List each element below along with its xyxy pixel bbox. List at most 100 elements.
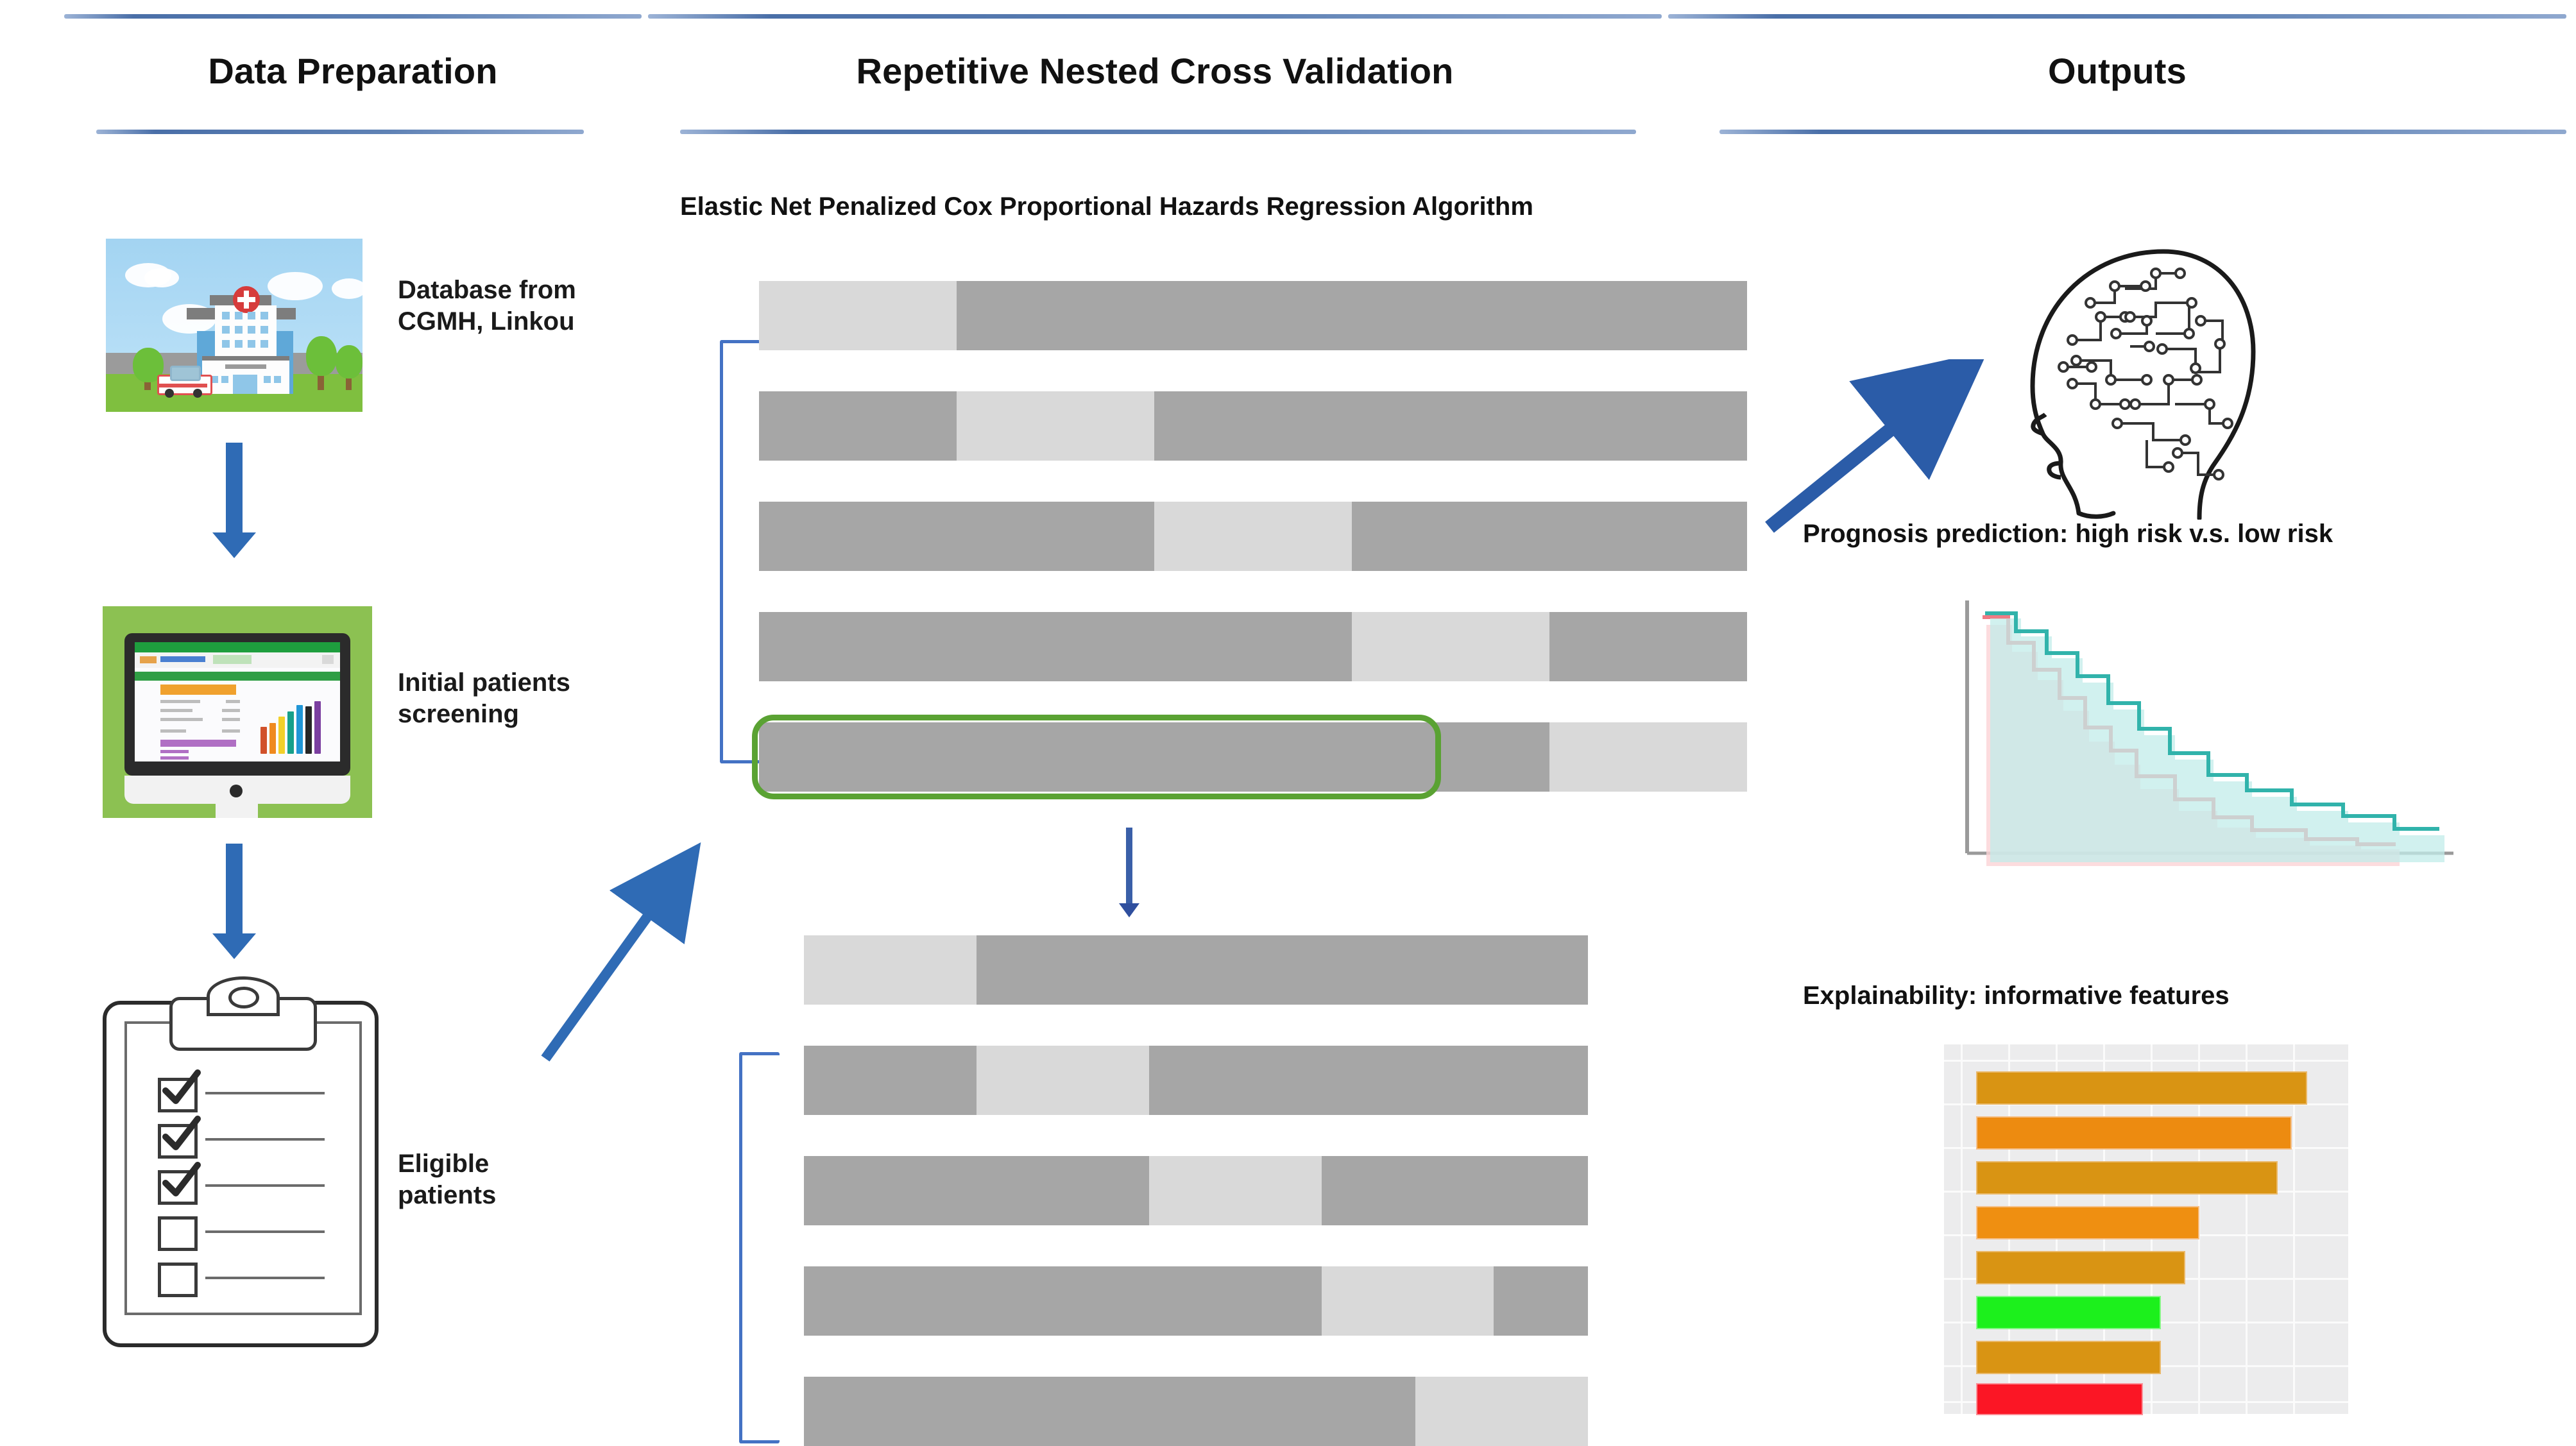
output-caption-explainability: Explainability: informative features [1803,982,2230,1010]
outer-cv-bracket [720,340,760,763]
chart-bar [305,706,312,754]
feature-bar[interactable] [1976,1383,2143,1415]
hospital-window [274,376,281,383]
cell-text [160,756,189,760]
feature-bar[interactable] [1976,1206,2199,1239]
monitor-screen [135,642,340,761]
arrow-screening-to-eligible [205,844,263,959]
cloud-3 [268,272,323,300]
checklist-line [205,1092,325,1094]
cell-block [160,740,236,747]
fold-segment-train [804,1266,1322,1336]
inner-fold-row[interactable] [804,1266,1588,1336]
inner-fold-row[interactable] [804,935,1588,1005]
feature-bar[interactable] [1976,1251,2185,1284]
fold-segment-train [804,1377,1416,1446]
fold-segment-train [976,935,1588,1005]
checkbox-unchecked[interactable] [158,1216,198,1251]
cell-text [160,750,189,753]
fold-segment-train [1549,612,1747,681]
fold-segment-train [1494,1266,1588,1336]
grid-line [1961,1044,1963,1414]
feature-bar[interactable] [1976,1296,2161,1329]
ambulance-wheel [193,389,202,398]
grid-line [2293,1044,2295,1414]
hospital-window [235,340,243,348]
section-title-outputs: Outputs [2047,51,2187,91]
step-label-database: Database from CGMH, Linkou [398,276,576,336]
hospital-window [235,326,243,334]
grid-line [1944,1401,2348,1403]
outer-fold-row[interactable] [759,612,1747,681]
step-label-eligible: Eligible patients [398,1150,497,1209]
checkbox-unchecked[interactable] [158,1263,198,1297]
fold-segment-test [804,935,977,1005]
fold-segment-train [759,612,1352,681]
check-icon [162,1162,201,1196]
output-caption-prognosis: Prognosis prediction: high risk v.s. low… [1803,520,2333,548]
chart-bar [287,711,294,754]
fold-segment-train [1321,1156,1588,1225]
outer-fold-row[interactable] [759,502,1747,571]
feature-bar[interactable] [1976,1161,2278,1195]
feature-bar[interactable] [1976,1341,2161,1374]
clipboard-checklist-icon [103,976,379,1347]
section-rule-bottom-middle [680,130,1636,134]
desktop-monitor-icon [103,606,372,818]
cell-value [222,718,240,721]
feature-bar[interactable] [1976,1071,2307,1105]
arrow-cv-to-model [1765,359,1988,533]
hospital-base-ledge [202,356,289,361]
tree-trunk [318,363,324,390]
cloud-2 [144,268,179,287]
inner-fold-row[interactable] [804,1046,1588,1115]
cell-text [160,718,203,721]
section-rule-bottom-right [1719,130,2566,134]
monitor-power-dot [230,785,243,797]
section-rule-top-right [1668,14,2566,19]
hospital-cross-h [237,297,255,302]
fold-segment-test [1148,1156,1322,1225]
check-icon [162,1116,201,1150]
cell-text [160,709,192,712]
cloud-4 [332,278,363,299]
feature-importance-icon [1944,1044,2348,1415]
ribbon-chip [213,655,252,664]
hospital-icon [106,239,363,412]
step-label-screening: Initial patients screening [398,668,570,728]
chart-bar [314,701,321,754]
hospital-window [235,312,243,319]
fold-segment-train [1352,502,1747,571]
outer-fold-row-selected[interactable] [759,722,1747,792]
hospital-window [211,376,218,383]
tree-crown [306,336,337,376]
section-rule-bottom-left [96,130,584,134]
arrow-database-to-screening [205,443,263,558]
spreadsheet-header-row [135,672,340,681]
hospital-window [248,326,255,334]
fold-segment-test [976,1046,1149,1115]
cell-text [160,729,186,733]
fold-segment-test [1154,502,1352,571]
feature-bar[interactable] [1976,1116,2292,1150]
algorithm-title: Elastic Net Penalized Cox Proportional H… [680,192,1533,221]
inner-fold-row[interactable] [804,1156,1588,1225]
fold-segment-train [759,722,1549,792]
hospital-window [221,376,228,383]
inner-cv-bracket [739,1052,780,1443]
fold-segment-train [804,1156,1149,1225]
outer-fold-row[interactable] [759,281,1747,350]
fold-segment-train [759,502,1154,571]
hospital-door [233,375,257,394]
chart-bar [260,727,267,754]
fold-segment-train [759,391,957,461]
tree-crown [336,345,363,379]
ambulance-cab [170,366,201,381]
inner-fold-row[interactable] [804,1377,1588,1446]
hospital-window [248,312,255,319]
outer-fold-row[interactable] [759,391,1747,461]
chart-bar [296,705,303,754]
checklist-line [205,1138,325,1141]
fold-segment-test [1321,1266,1494,1336]
ribbon-chip [140,656,157,663]
